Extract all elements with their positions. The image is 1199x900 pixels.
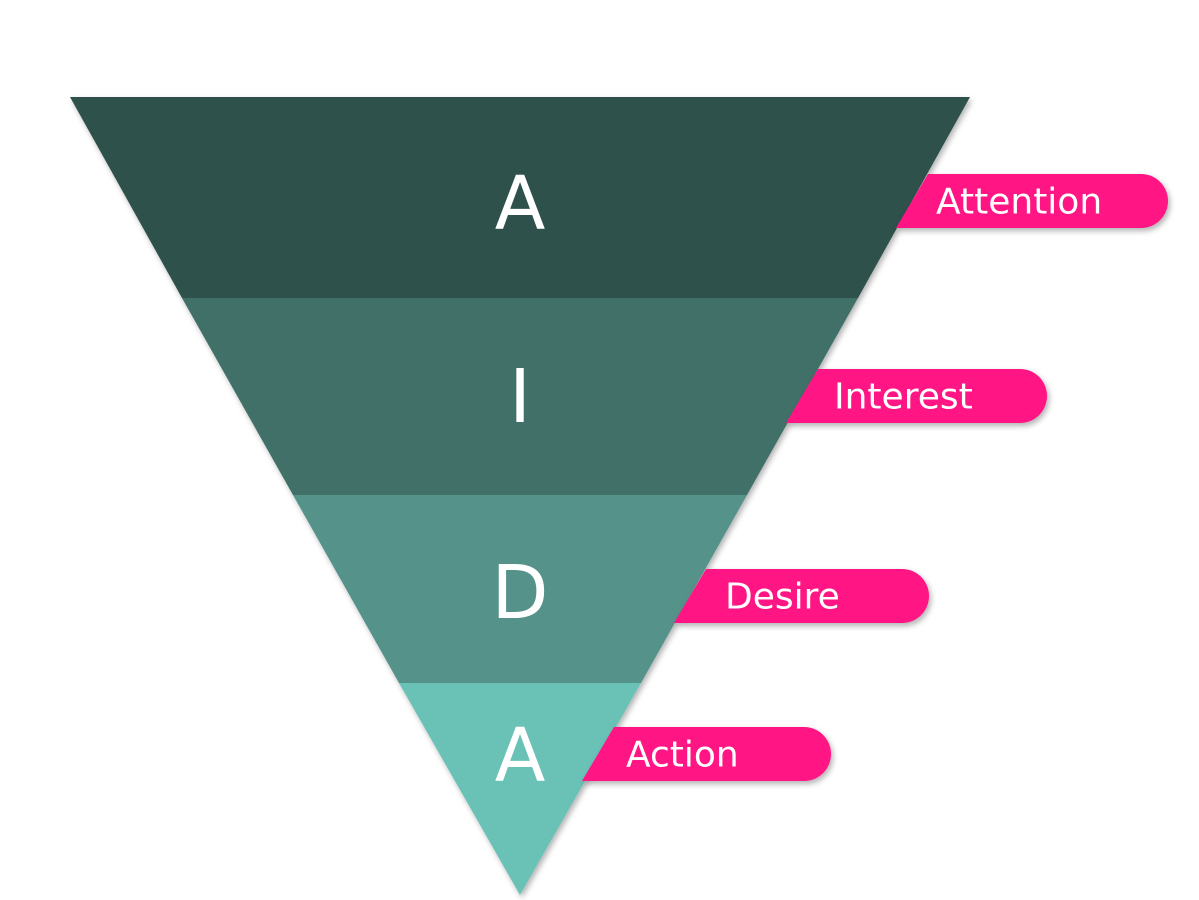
funnel-band-action [399, 683, 641, 895]
stage-letter-action: A [495, 713, 546, 799]
tag-action: Action [582, 727, 831, 781]
tag-shape-attention [896, 174, 1168, 228]
stage-letter-desire: D [492, 550, 549, 636]
stage-letter-attention: A [495, 161, 546, 247]
tag-label-interest: Interest [834, 377, 973, 418]
funnel-band-attention [70, 97, 970, 298]
tag-shape-desire [674, 569, 929, 623]
funnel-band-interest [182, 298, 858, 495]
tag-label-desire: Desire [725, 577, 840, 618]
funnel-band-desire [293, 495, 747, 683]
tag-label-attention: Attention [936, 182, 1102, 223]
stage-letter-interest: I [509, 354, 531, 440]
stage-letters: A I D A [492, 161, 549, 799]
tag-attention: Attention [896, 174, 1168, 228]
tag-label-action: Action [626, 735, 739, 776]
tag-desire: Desire [674, 569, 929, 623]
tag-shape-action [582, 727, 831, 781]
funnel [70, 97, 970, 895]
tag-shape-interest [786, 369, 1047, 423]
tag-interest: Interest [786, 369, 1047, 423]
stage-tags: Attention Interest Desire Action [582, 174, 1168, 781]
